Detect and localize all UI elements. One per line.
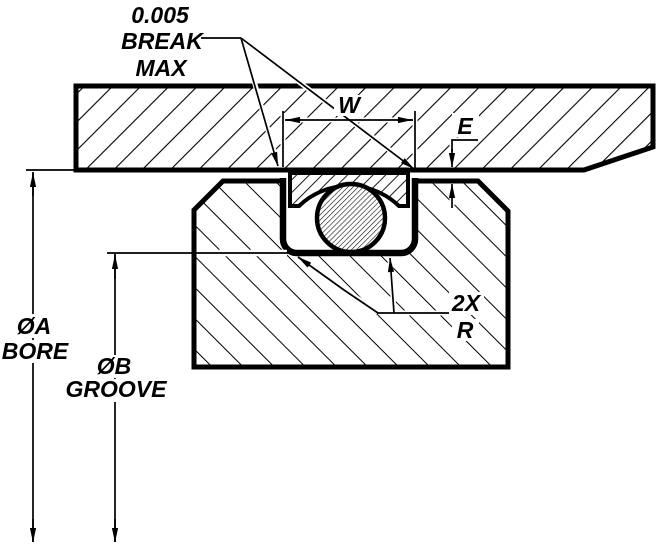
- dim-a-label-mask2: [1, 340, 70, 363]
- radius-label-mask2: [452, 319, 479, 341]
- dim-b-label-mask1: [89, 355, 139, 378]
- dim-b-label-mask2: [67, 379, 166, 402]
- dim-b-label-word: GROOVE: [66, 376, 168, 402]
- dim-a-label-word: BORE: [2, 338, 69, 364]
- radius-leader-right: [387, 257, 395, 314]
- dim-a-label-mask1: [8, 314, 61, 338]
- dim-a-label-dia: ØA: [17, 313, 52, 339]
- break-note-max: MAX: [135, 55, 188, 81]
- dim-e-label-mask: [452, 113, 479, 137]
- break-leader-left: [240, 37, 279, 167]
- o-ring-section: [314, 181, 388, 255]
- dim-clearance: [448, 139, 478, 208]
- annotation-texts: 0.005 BREAK MAX W E ØA BORE ØB GROOVE 2X…: [1, 2, 484, 402]
- dim-w-label: W: [338, 92, 362, 118]
- radius-label-mask1: [449, 292, 484, 315]
- leader-break-note: [201, 37, 415, 170]
- dim-e-label: E: [457, 113, 473, 139]
- break-note-word: BREAK: [121, 28, 204, 54]
- dim-e-leader-elbow: [451, 139, 478, 152]
- radius-label-letter: R: [457, 317, 474, 343]
- break-note-value: 0.005: [131, 2, 190, 28]
- radius-label-count: 2X: [451, 290, 482, 316]
- radius-leader-left: [297, 256, 379, 314]
- break-leader-right: [240, 37, 415, 170]
- dim-b-label-dia: ØB: [97, 353, 132, 379]
- dim-w-label-mask: [334, 95, 365, 116]
- leader-groove-radius: [297, 256, 450, 314]
